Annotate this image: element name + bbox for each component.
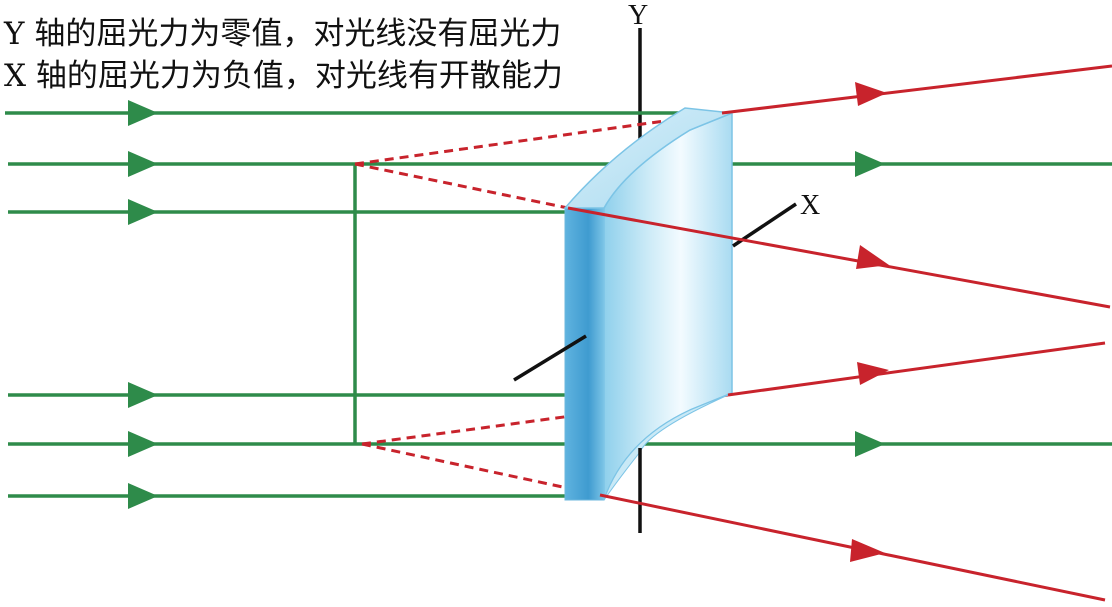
arrow-ray-5 (128, 431, 158, 457)
caption-line-2: X 轴的屈光力为负值，对光线有开散能力 (4, 58, 563, 94)
lens-front-edge (564, 207, 605, 501)
incident-arrowheads (128, 100, 885, 509)
y-axis-label: Y (628, 0, 648, 31)
arrow-refracted-4 (850, 539, 885, 562)
lens-bottom-face (603, 392, 733, 501)
x-axis-lower (513, 334, 587, 382)
virtual-ray-down-top (354, 162, 569, 210)
arrow-refracted-2 (856, 245, 889, 269)
incident-rays (5, 111, 1112, 498)
refracted-arrowheads (850, 82, 889, 562)
refracted-ray-2 (567, 206, 1111, 309)
virtual-ray-up-top (354, 111, 723, 166)
arrow-ray-2 (128, 151, 158, 177)
arrow-ray-3 (128, 199, 158, 225)
lens-top-face (563, 107, 733, 209)
arrow-refracted-3 (857, 362, 889, 385)
arrow-refracted-1 (855, 82, 887, 106)
arrow-ray-6 (128, 483, 158, 509)
virtual-ray-down-bottom (361, 442, 601, 497)
arrow-pass-bottom (855, 431, 885, 457)
x-axis-label: X (800, 190, 820, 221)
refracted-ray-3 (727, 341, 1106, 397)
arrow-ray-4 (128, 382, 158, 408)
refracted-ray-1 (721, 64, 1112, 115)
arrow-ray-1 (128, 100, 158, 126)
arrow-pass-top (855, 151, 885, 177)
caption-line-1: Y 轴的屈光力为零值，对光线没有屈光力 (3, 16, 561, 52)
